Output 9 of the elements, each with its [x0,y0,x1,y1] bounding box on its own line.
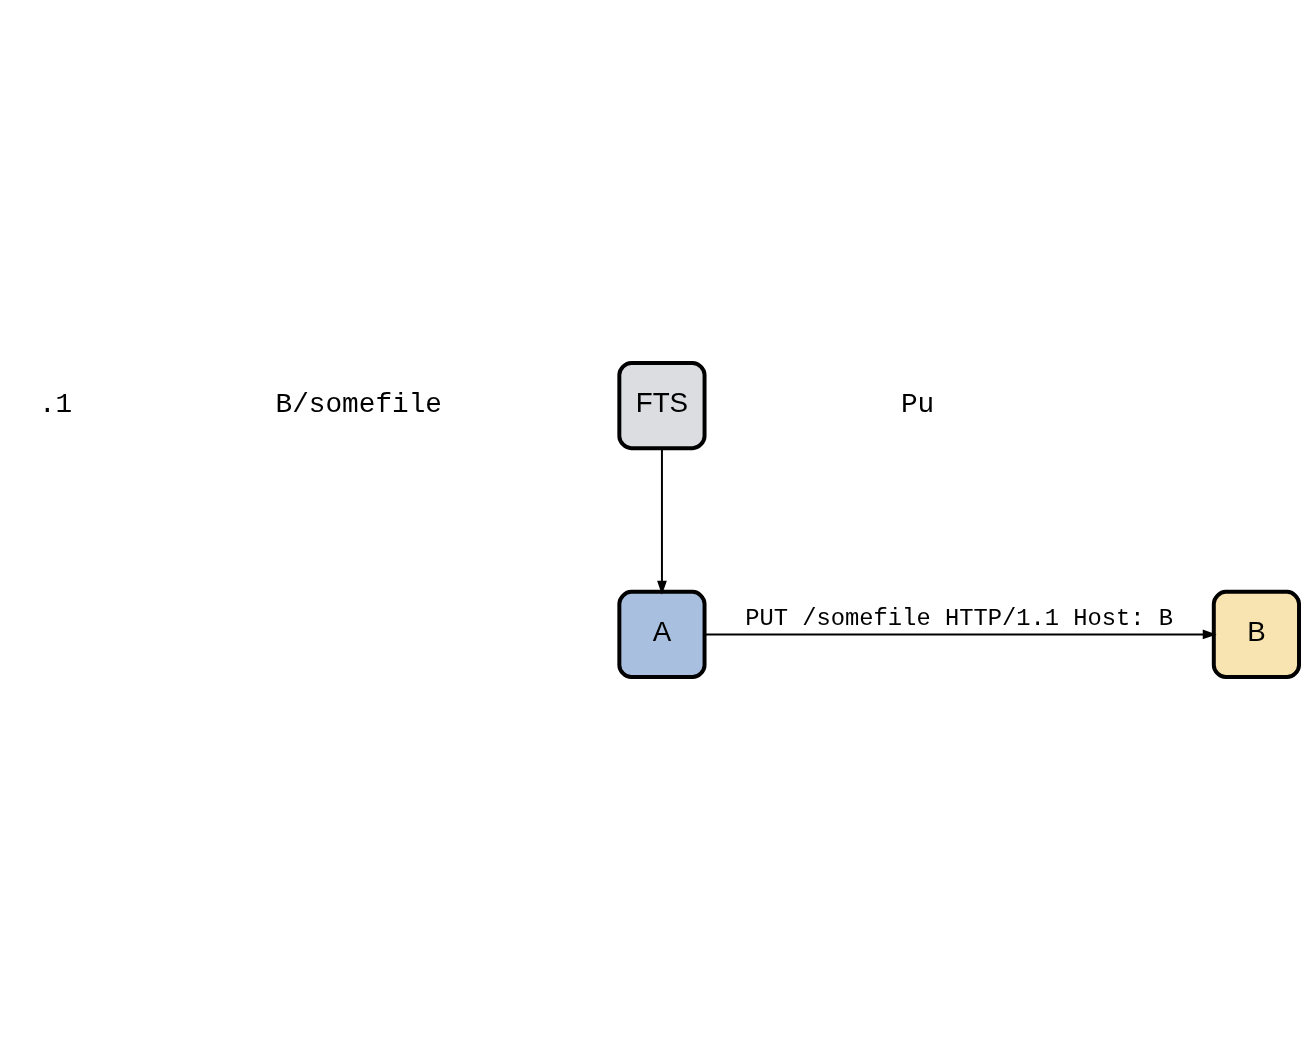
edge-label: PUT /somefile HTTP/1.1 Host: B [745,604,1174,632]
label: .1 [38,389,73,421]
node-box: A [617,589,707,679]
node-box: B [1211,589,1301,679]
arrow [657,447,667,595]
node-box: FTS [617,360,707,451]
arrow [703,629,1217,640]
label: B/somefile [275,389,442,421]
label: Pu [900,389,935,421]
